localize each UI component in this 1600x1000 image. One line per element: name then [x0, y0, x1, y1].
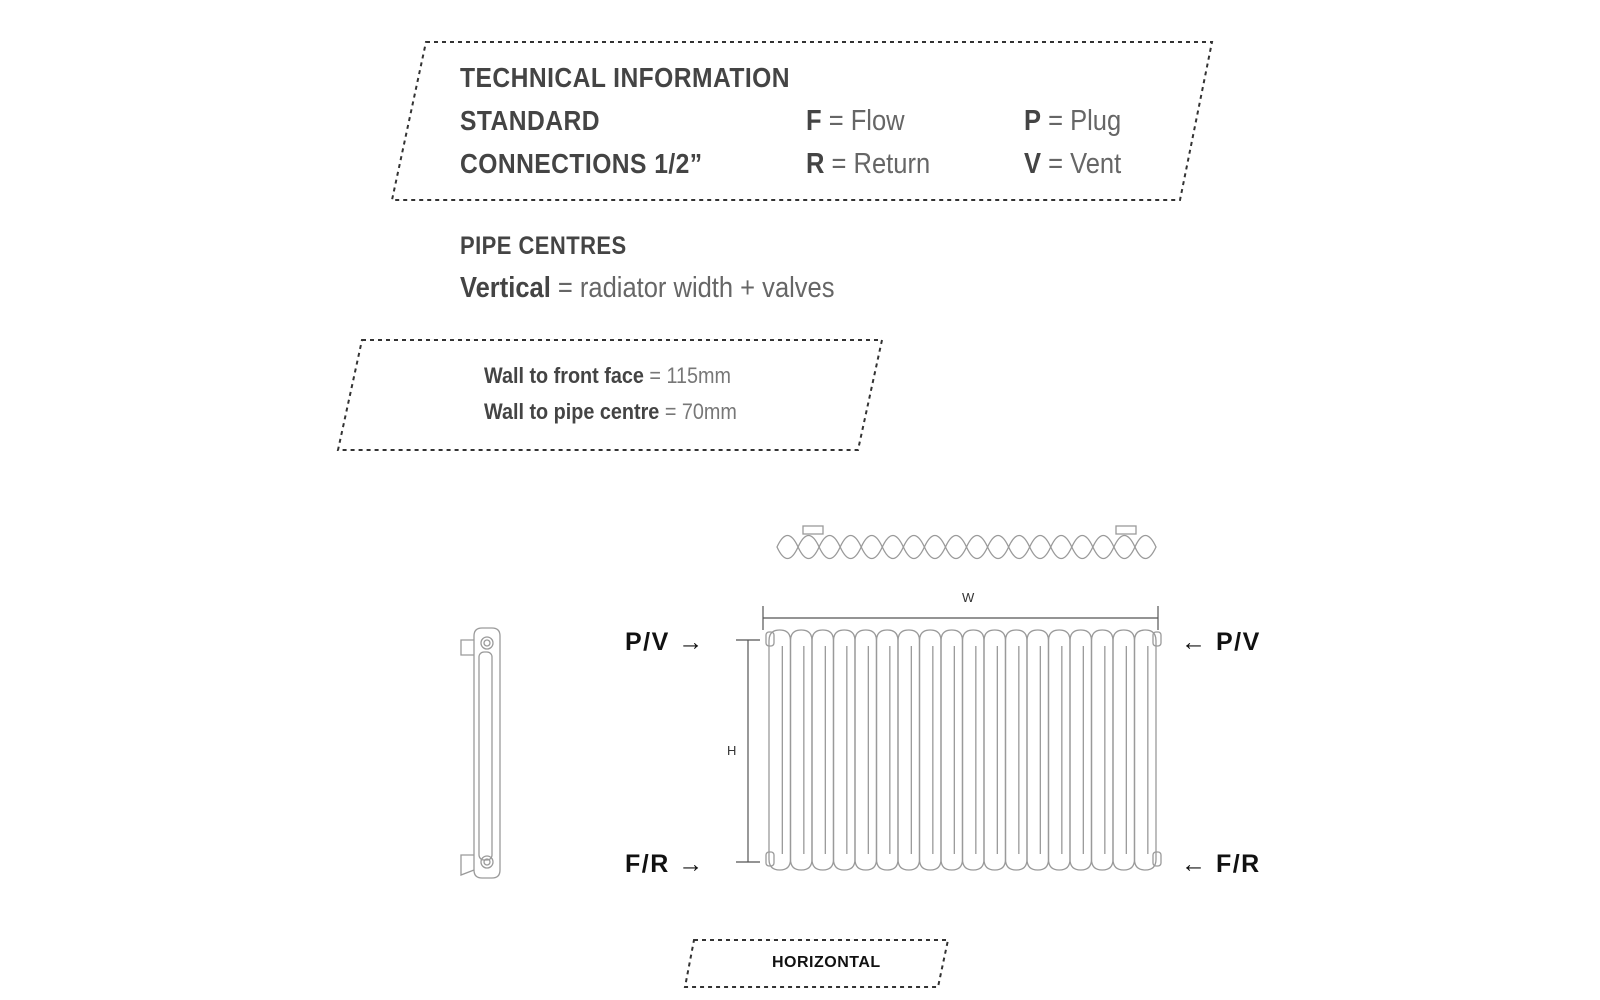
radiator-front-view [765, 629, 1162, 871]
wall-info-frame [336, 339, 884, 451]
pipe-centres-sep: = [557, 272, 573, 304]
legend-flow: F = Flow [806, 105, 905, 138]
radiator-column [789, 629, 813, 871]
standard-label: STANDARD [460, 105, 600, 136]
connection-top-left: P/V → [625, 628, 705, 656]
radiator-column [897, 629, 921, 871]
legend-value: Flow [850, 105, 905, 137]
wall-front-face-value: 115mm [666, 363, 732, 388]
legend-key: P [1024, 105, 1042, 137]
legend-value: Plug [1070, 105, 1122, 137]
legend-value: Return [853, 148, 931, 180]
width-dimension [762, 606, 1159, 630]
radiator-column [1112, 629, 1136, 871]
connection-bottom-right: ← F/R [1181, 850, 1261, 878]
width-label: W [962, 590, 975, 605]
radiator-column [832, 629, 856, 871]
wall-pipe-centre-sep: = [664, 399, 677, 424]
legend-key: F [806, 105, 822, 137]
horizontal-frame [683, 939, 950, 988]
legend-key: R [806, 148, 825, 180]
orientation-label: HORIZONTAL [772, 954, 881, 971]
radiator-column [854, 629, 878, 871]
legend-plug: P = Plug [1024, 105, 1121, 138]
radiator-column [1004, 629, 1028, 871]
legend-key: V [1024, 148, 1042, 180]
wall-pipe-centre-key: Wall to pipe centre [484, 399, 660, 424]
legend-sep: = [1048, 148, 1064, 180]
connection-bottom-left: F/R → [625, 850, 705, 878]
radiator-side-view [460, 627, 501, 879]
wall-front-face-key: Wall to front face [484, 363, 644, 388]
pipe-centres-key: Vertical [460, 272, 551, 304]
connection-top-right: ← P/V [1181, 628, 1261, 656]
height-label: H [727, 743, 737, 758]
wall-pipe-centre-line: Wall to pipe centre = 70mm [484, 399, 737, 425]
radiator-column [875, 629, 899, 871]
radiator-column [1026, 629, 1050, 871]
technical-info-frame [390, 41, 1214, 201]
radiator-column [1133, 629, 1157, 871]
radiator-column [811, 629, 835, 871]
wall-front-face-line: Wall to front face = 115mm [484, 363, 731, 389]
wall-pipe-centre-value: 70mm [681, 399, 737, 424]
radiator-column [768, 629, 792, 871]
legend-sep: = [831, 148, 847, 180]
height-dimension [736, 639, 760, 863]
radiator-column [918, 629, 942, 871]
connections-label: CONNECTIONS 1/2” [460, 148, 703, 179]
legend-vent: V = Vent [1024, 148, 1121, 181]
radiator-column [983, 629, 1007, 871]
pipe-centres-line: Vertical = radiator width + valves [460, 272, 835, 305]
legend-value: Vent [1070, 148, 1122, 180]
wall-front-face-sep: = [649, 363, 661, 388]
radiator-column [961, 629, 985, 871]
pipe-centres-title: PIPE CENTRES [460, 232, 627, 260]
legend-sep: = [1048, 105, 1064, 137]
radiator-column [1069, 629, 1093, 871]
radiator-column [1090, 629, 1114, 871]
pipe-centres-value: radiator width + valves [579, 272, 835, 304]
legend-sep: = [828, 105, 844, 137]
technical-info-title: TECHNICAL INFORMATION [460, 62, 790, 93]
radiator-top-view [776, 525, 1157, 560]
legend-return: R = Return [806, 148, 930, 181]
radiator-column [940, 629, 964, 871]
radiator-column [1047, 629, 1071, 871]
